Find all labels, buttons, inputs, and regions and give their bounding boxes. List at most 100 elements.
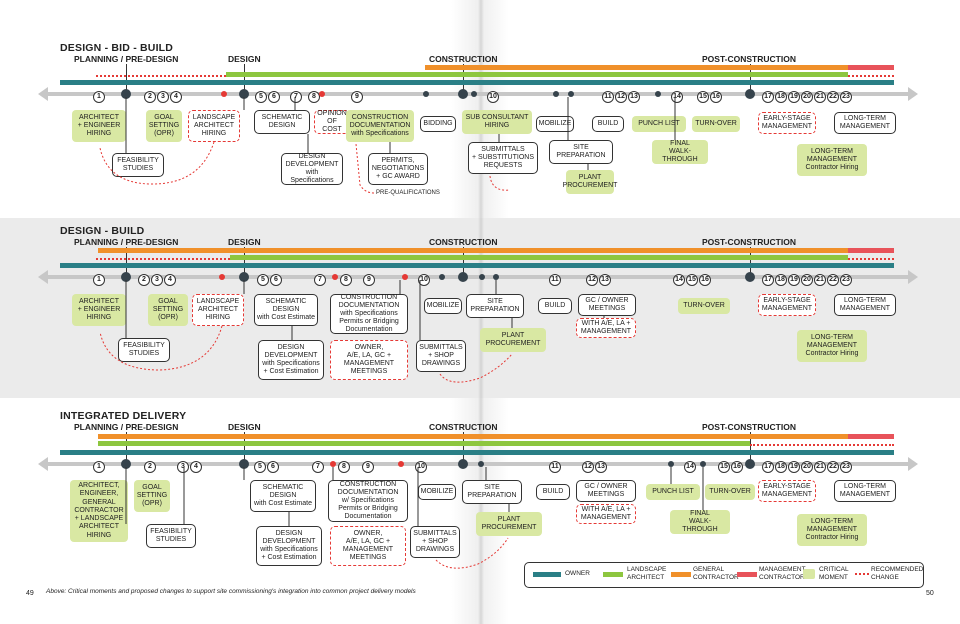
step-number: 19	[788, 91, 800, 103]
legend-label-critical: CRITICAL MOMENT	[819, 566, 849, 581]
step-number: 12	[586, 274, 598, 286]
box-final-walk-through: FINAL WALK-THROUGH	[652, 140, 708, 164]
box-design-development: DESIGN DEVELOPMENT with Specifications	[281, 153, 343, 185]
step-number: 18	[775, 461, 787, 473]
step-number: 20	[801, 461, 813, 473]
step-number: 6	[270, 274, 282, 286]
bar-landscape	[230, 255, 848, 260]
box-turn-over: TURN-OVER	[692, 116, 740, 132]
box-submittals: SUBMITTALS + SHOP DRAWINGS	[410, 526, 460, 558]
legend-label-owner: OWNER	[565, 570, 590, 577]
phase-tick	[126, 247, 127, 275]
step-number: 2	[144, 461, 156, 473]
step-number: 22	[827, 91, 839, 103]
step-number: 22	[827, 274, 839, 286]
box-submittals: SUBMITTALS + SUBSTITUTIONS REQUESTS	[468, 142, 538, 174]
box-site-preparation: SITE PREPARATION	[462, 480, 522, 504]
step-number: 22	[827, 461, 839, 473]
milestone-dot	[239, 459, 249, 469]
milestone-dot-small	[478, 461, 484, 467]
bar-owner	[60, 263, 894, 268]
milestone-dot-small	[423, 91, 429, 97]
section-heading: INTEGRATED DELIVERY	[60, 410, 187, 422]
step-number: 14	[671, 91, 683, 103]
step-number: 5	[255, 91, 267, 103]
curve-subs	[489, 175, 511, 191]
legend-swatch-mgmt	[737, 572, 757, 577]
step-number: 1	[93, 461, 105, 473]
box-long-term-hiring: LONG-TERM MANAGEMENT Contractor Hiring	[797, 144, 867, 176]
section-integrated-delivery: INTEGRATED DELIVERY PLANNING / PRE-DESIG…	[0, 398, 960, 624]
step-number: 9	[362, 461, 374, 473]
milestone-dot-small	[668, 461, 674, 467]
step-number: 5	[257, 274, 269, 286]
timeline-axis	[38, 270, 918, 284]
box-design-development: DESIGN DEVELOPMENT with Specifications +…	[256, 526, 322, 566]
step-number: 4	[170, 91, 182, 103]
recommended-curves	[99, 280, 605, 383]
milestone-dot-small	[479, 274, 485, 280]
step-number: 16	[699, 274, 711, 286]
recommended-dot	[221, 91, 227, 97]
step-number: 6	[268, 91, 280, 103]
bar-landscape	[226, 72, 848, 77]
box-goal-setting: GOAL SETTING (OPR)	[146, 110, 182, 142]
connector-line	[125, 467, 704, 526]
step-number: 23	[840, 91, 852, 103]
step-number: 11	[549, 274, 561, 286]
box-schematic: SCHEMATIC DESIGN with Cost Estimate	[250, 480, 316, 512]
bar-recommended	[96, 75, 226, 77]
box-early-stage-management: EARLY-STAGE MANAGEMENT	[758, 294, 816, 316]
step-number: 10	[418, 274, 430, 286]
box-owner-meetings: OWNER, A/E, LA, GC + MANAGEMENT MEETINGS	[330, 526, 406, 566]
legend-label-mgmt: MANAGEMENT CONTRACTOR	[759, 566, 806, 581]
step-number: 16	[731, 461, 743, 473]
milestone-dot	[458, 459, 468, 469]
step-number: 19	[788, 274, 800, 286]
milestone-dot-small	[568, 91, 574, 97]
box-plant-procurement: PLANT PROCUREMENT	[476, 512, 542, 536]
step-number: 20	[801, 274, 813, 286]
box-construction-documentation: CONSTRUCTION DOCUMENTATION w/ Specificat…	[328, 480, 408, 522]
phase-design: DESIGN	[228, 237, 261, 247]
label-pre-qualifications: PRE-QUALIFICATIONS	[376, 189, 440, 196]
phase-tick	[463, 432, 464, 462]
step-number: 6	[267, 461, 279, 473]
step-number: 4	[190, 461, 202, 473]
step-number: 14	[673, 274, 685, 286]
curve-submittals	[435, 537, 509, 569]
step-number: 8	[338, 461, 350, 473]
legend-label-gc: GENERAL CONTRACTOR	[693, 566, 739, 581]
phase-tick	[244, 432, 245, 462]
box-with-ae-la-management: WITH A/E, LA + MANAGEMENT	[576, 318, 636, 338]
box-turn-over: TURN-OVER	[705, 484, 755, 500]
curve-landscape-to-architect	[99, 325, 223, 371]
connector-line	[125, 97, 676, 170]
step-number: 7	[290, 91, 302, 103]
step-number: 15	[718, 461, 730, 473]
milestone-dot	[745, 272, 755, 282]
legend-swatch-landscape	[603, 572, 623, 577]
recommended-dot	[330, 461, 336, 467]
step-number: 13	[599, 274, 611, 286]
box-turn-over: TURN-OVER	[678, 298, 730, 314]
phase-planning: PLANNING / PRE-DESIGN	[74, 422, 179, 432]
box-gc-owner-meetings: GC / OWNER MEETINGS	[576, 480, 636, 502]
milestone-dot-small	[471, 91, 477, 97]
box-long-term-hiring: LONG-TERM MANAGEMENT Contractor Hiring	[797, 330, 867, 362]
box-schematic: SCHEMATIC DESIGN	[254, 110, 310, 134]
bar-mgmt	[848, 248, 894, 253]
box-mobilize: MOBILIZE	[536, 116, 574, 132]
box-with-ae-la-management: WITH A/E, LA + MANAGEMENT	[576, 504, 636, 524]
step-number: 3	[177, 461, 189, 473]
box-architect-engineer-gc-hiring: ARCHITECT, ENGINEER, GENERAL CONTRACTOR …	[70, 480, 128, 542]
bar-mgmt	[848, 65, 894, 70]
connector-line	[125, 280, 605, 340]
bar-landscape	[98, 441, 750, 446]
legend-label-landscape: LANDSCAPE ARCHITECT	[627, 566, 667, 581]
phase-tick	[750, 64, 751, 92]
box-submittals: SUBMITTALS + SHOP DRAWINGS	[416, 340, 466, 372]
box-opinion-of-cost: OPINION OF COST	[314, 110, 350, 134]
box-bidding: BIDDING	[420, 116, 456, 132]
